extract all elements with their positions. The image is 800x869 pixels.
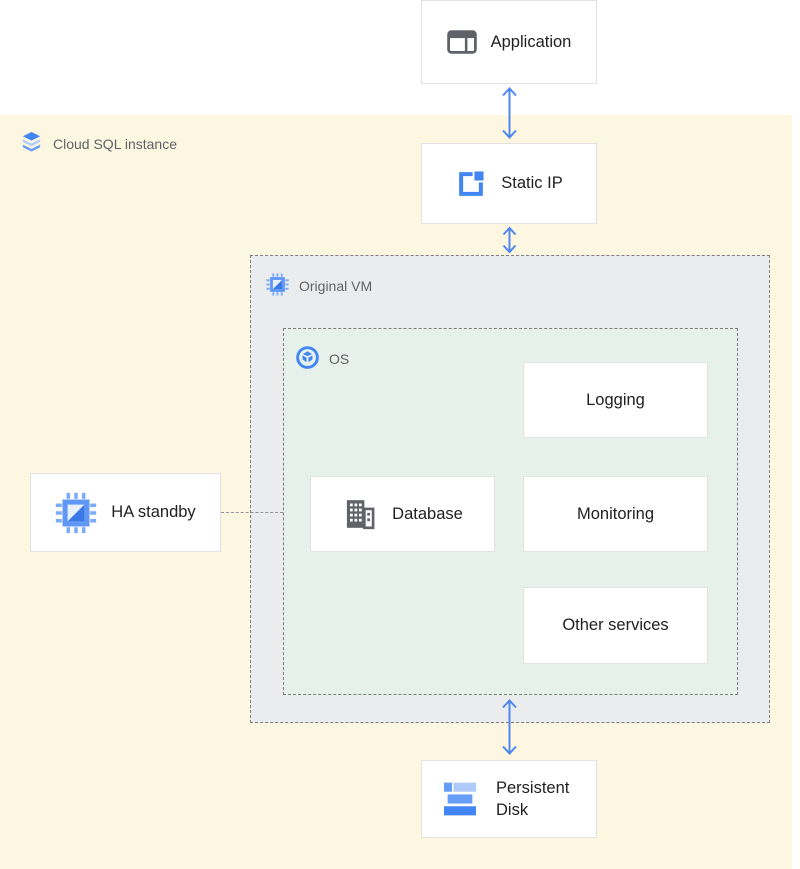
- persistent-disk-icon: [438, 779, 482, 819]
- monitoring-node: Monitoring: [523, 476, 708, 552]
- ha-standby-label: HA standby: [111, 503, 196, 521]
- building-icon: [342, 498, 378, 530]
- persistent-disk-label: Persistent Disk: [496, 778, 570, 819]
- static-ip-node: Static IP: [421, 143, 597, 224]
- arrow-application-staticip: [502, 87, 517, 139]
- logging-node: Logging: [523, 362, 708, 438]
- application-node: Application: [421, 0, 597, 84]
- application-window-icon: [446, 29, 477, 55]
- static-ip-label: Static IP: [501, 174, 563, 192]
- arrow-staticip-vm: [502, 226, 517, 254]
- monitoring-label: Monitoring: [576, 504, 655, 523]
- connector-ha-os: [221, 512, 283, 513]
- compute-chip-icon: [55, 492, 97, 534]
- original-vm-label-group: Original VM: [266, 273, 372, 299]
- os-label: OS: [329, 351, 350, 367]
- database-label: Database: [392, 504, 463, 523]
- cloud-sql-instance-label-group: Cloud SQL instance: [20, 131, 177, 157]
- other-services-node: Other services: [523, 587, 708, 664]
- cloud-sql-instance-label: Cloud SQL instance: [53, 136, 177, 152]
- application-label: Application: [490, 32, 572, 51]
- original-vm-label: Original VM: [299, 278, 373, 294]
- persistent-disk-node: Persistent Disk: [421, 760, 597, 838]
- other-services-label: Other services: [562, 616, 669, 634]
- ha-standby-node: HA standby: [30, 473, 221, 552]
- cloud-sql-icon: [20, 131, 43, 157]
- os-globe-icon: [296, 346, 319, 372]
- os-label-group: OS: [296, 346, 349, 372]
- logging-label: Logging: [586, 390, 645, 409]
- arrow-vm-disk: [502, 699, 517, 755]
- compute-chip-icon: [266, 273, 289, 299]
- static-ip-icon: [455, 168, 487, 200]
- database-node: Database: [310, 476, 495, 552]
